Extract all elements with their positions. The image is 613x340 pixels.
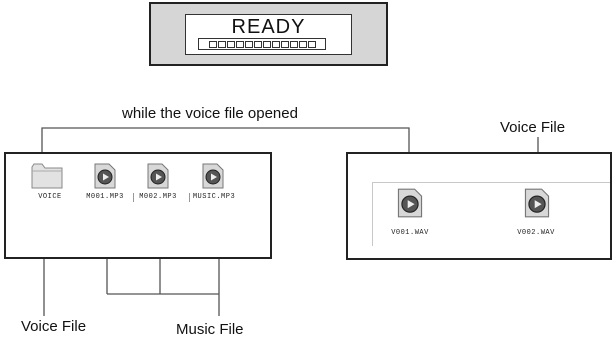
lcd-segment	[208, 40, 217, 48]
lcd-segment	[298, 40, 307, 48]
annotation-voice-file-right: Voice File	[500, 119, 566, 136]
lcd-segment	[253, 40, 262, 48]
audio-file-icon[interactable]	[202, 163, 224, 189]
file-label-m002[interactable]: M002.MP3	[139, 193, 177, 201]
file-label-v001[interactable]: V001.WAV	[391, 229, 429, 237]
audio-file-icon[interactable]	[94, 163, 116, 189]
separator	[189, 193, 190, 202]
lcd-segment	[280, 40, 289, 48]
voice-folder-window	[346, 152, 612, 260]
lcd-segment	[244, 40, 253, 48]
folder-icon[interactable]	[31, 162, 63, 189]
file-label-v002[interactable]: V002.WAV	[517, 229, 555, 237]
lcd-segment	[226, 40, 235, 48]
lcd-segment	[217, 40, 226, 48]
window-left-edge	[372, 182, 373, 246]
annotation-music-file-bottom: Music File	[176, 321, 244, 338]
lcd-status-text: READY	[231, 16, 306, 38]
lcd-segment	[271, 40, 280, 48]
audio-file-icon[interactable]	[524, 188, 550, 218]
file-label-music[interactable]: MUSIC.MP3	[192, 193, 236, 201]
lcd-segment	[262, 40, 271, 48]
audio-file-icon[interactable]	[147, 163, 169, 189]
window-top-edge	[372, 182, 610, 183]
lcd-display: READY	[149, 2, 388, 66]
audio-file-icon[interactable]	[397, 188, 423, 218]
lcd-screen: READY	[185, 14, 352, 55]
lcd-segment	[307, 40, 316, 48]
caption-voice-file-opened: while the voice file opened	[122, 105, 298, 122]
annotation-voice-file-bottom: Voice File	[21, 318, 87, 335]
lcd-segment	[235, 40, 244, 48]
file-label-voice[interactable]: VOICE	[38, 193, 62, 201]
lcd-progress-bar	[198, 38, 326, 50]
lcd-segment	[289, 40, 298, 48]
file-label-m001[interactable]: M001.MP3	[86, 193, 124, 201]
separator	[133, 193, 134, 202]
